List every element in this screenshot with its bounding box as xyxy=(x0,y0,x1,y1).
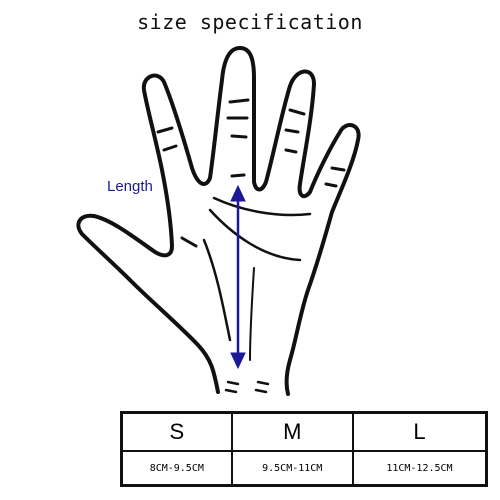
page-title: size specification xyxy=(137,10,363,34)
wrist-crease xyxy=(224,380,270,394)
size-table: S M L 8CM-9.5CM 9.5CM-11CM 11CM-12.5CM xyxy=(120,411,488,487)
palm-line xyxy=(249,267,255,361)
finger-crease xyxy=(156,126,178,152)
palm-line xyxy=(212,196,312,217)
finger-crease xyxy=(284,108,306,154)
size-code-m: M xyxy=(231,413,353,451)
finger-crease xyxy=(226,98,250,178)
length-label: Length xyxy=(107,178,153,195)
length-measure-arrow xyxy=(230,184,246,370)
palm-line xyxy=(208,208,302,262)
palm-line xyxy=(202,238,232,342)
size-code-l: L xyxy=(352,413,486,451)
size-range-s: 8CM-9.5CM xyxy=(122,451,232,485)
size-code-s: S xyxy=(122,413,232,451)
hand-outline xyxy=(76,46,361,396)
thumb-crease xyxy=(180,236,198,248)
finger-crease xyxy=(324,166,346,188)
size-range-l: 11CM-12.5CM xyxy=(352,451,486,485)
size-range-m: 9.5CM-11CM xyxy=(231,451,353,485)
